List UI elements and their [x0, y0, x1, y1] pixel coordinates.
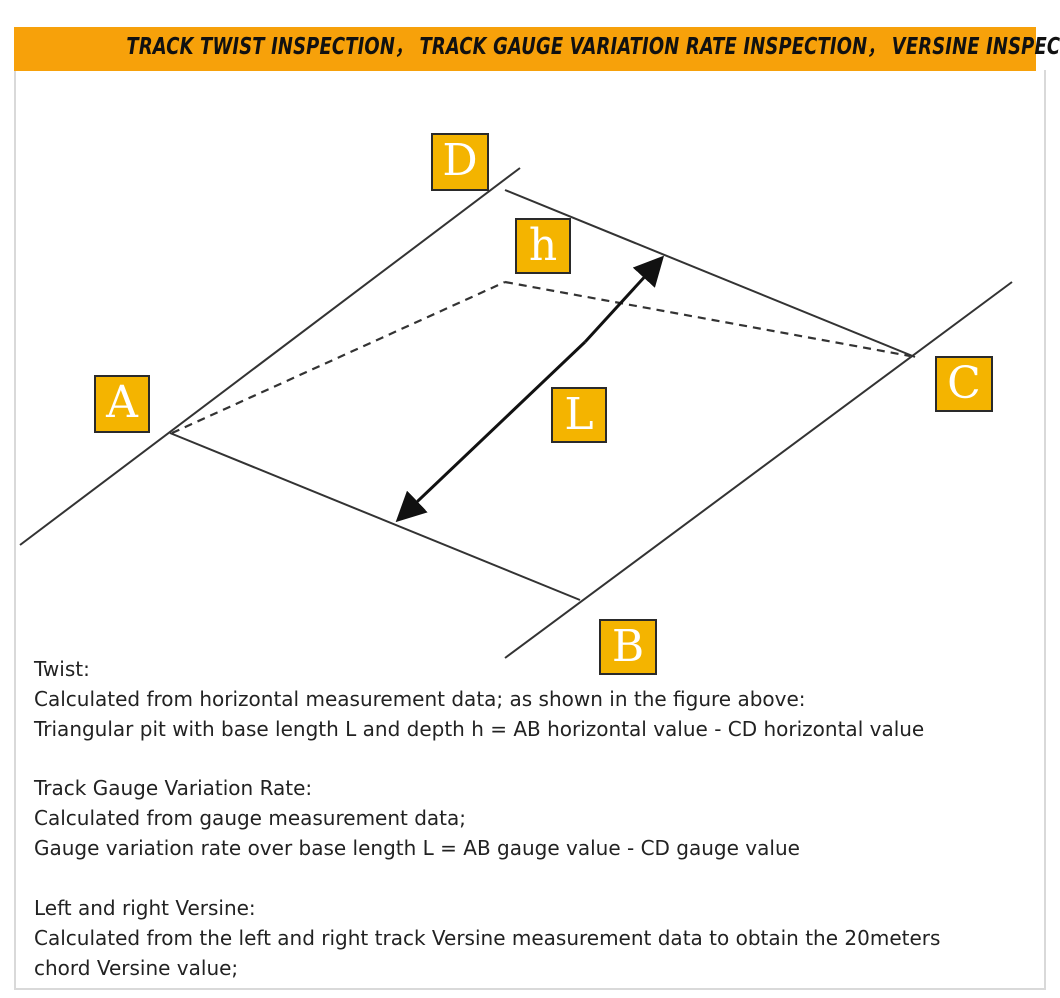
edge-dc: [504, 189, 916, 358]
versine-line-2: chord Versine value;: [34, 956, 239, 980]
gauge-line-1: Calculated from gauge measurement data;: [34, 806, 467, 830]
label-a: A: [94, 375, 150, 433]
versine-heading: Left and right Versine:: [34, 896, 256, 920]
twist-heading: Twist:: [34, 657, 90, 681]
dashed-line-a-h: [171, 280, 506, 435]
page-title: TRACK TWIST INSPECTION， TRACK GAUGE VARI…: [126, 34, 1060, 60]
gauge-line-2: Gauge variation rate over base length L …: [34, 836, 800, 860]
twist-line-1: Calculated from horizontal measurement d…: [34, 687, 806, 711]
edge-ab: [169, 432, 581, 601]
versine-line-1: Calculated from the left and right track…: [34, 926, 941, 950]
gauge-section: Track Gauge Variation Rate: Calculated f…: [34, 773, 800, 863]
title-bar: TRACK TWIST INSPECTION， TRACK GAUGE VARI…: [14, 27, 1060, 71]
gauge-heading: Track Gauge Variation Rate:: [34, 776, 313, 800]
versine-section: Left and right Versine: Calculated from …: [34, 893, 940, 983]
label-c: C: [935, 356, 993, 412]
twist-line-2: Triangular pit with base length L and de…: [34, 717, 925, 741]
content-frame: [14, 70, 1046, 990]
dashed-line-h-c: [504, 280, 911, 358]
label-l: L: [551, 387, 607, 443]
label-d: D: [431, 133, 489, 191]
length-arrow: [583, 255, 665, 344]
left-rail-line: [19, 167, 521, 546]
right-rail-line: [504, 281, 1013, 659]
label-h: h: [515, 218, 571, 274]
length-arrow-lower: [395, 340, 587, 523]
twist-section: Twist: Calculated from horizontal measur…: [34, 654, 924, 744]
label-b: B: [599, 619, 657, 675]
